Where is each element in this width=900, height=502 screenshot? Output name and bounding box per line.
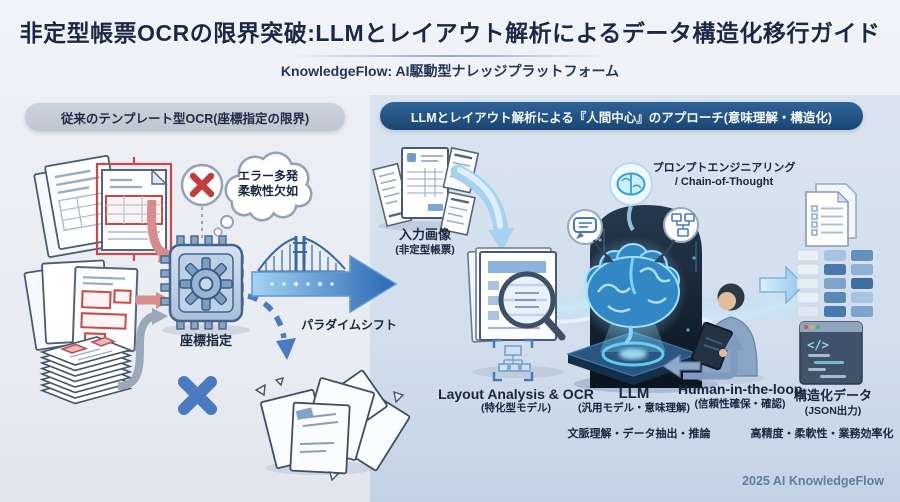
input-images-sublabel: (非定型帳票) <box>395 244 455 256</box>
hitl-label: Human-in-the-loop <box>678 381 803 397</box>
structured-data-sublabel: (JSON出力) <box>804 405 862 417</box>
prompt-engineering-label: プロンプトエンジニアリング / Chain-of-Thought <box>652 162 796 188</box>
llm-caption: 文脈理解・データ抽出・推論 <box>567 428 711 440</box>
layout-ocr-label: Layout Analysis & OCR <box>438 386 594 402</box>
input-images-label: 入力画像 <box>398 227 451 242</box>
title-divider <box>290 55 610 57</box>
legacy-ocr-panel <box>0 95 370 502</box>
output-caption: 高精度・柔軟性・業務効率化 <box>750 428 894 440</box>
thought-bubble-text: エラー多発 柔軟性欠如 <box>237 169 298 198</box>
llm-label: LLM <box>618 385 650 402</box>
hitl-sublabel: (信頼性確保・確認) <box>694 398 786 410</box>
structured-data-label: 構造化データ <box>793 388 872 403</box>
chip-label: 座標指定 <box>179 333 232 348</box>
page-subtitle: KnowledgeFlow: AI駆動型ナレッジプラットフォーム <box>280 63 620 79</box>
legacy-ocr-header-pill: 従来のテンプレート型OCR(座標指定の限界) <box>25 103 345 131</box>
footer-credit: 2025 AI KnowledgeFlow <box>742 474 884 488</box>
paradigm-shift-label: パラダイムシフト <box>301 318 397 332</box>
llm-approach-header-pill: LLMとレイアウト解析による『人間中心』のアプローチ(意味理解・構造化) <box>380 102 863 130</box>
page-title: 非定型帳票OCRの限界突破:LLMとレイアウト解析によるデータ構造化移行ガイド <box>19 20 881 46</box>
layout-ocr-sublabel: (特化型モデル) <box>481 402 551 414</box>
llm-sublabel: (汎用モデル・意味理解) <box>578 402 690 414</box>
